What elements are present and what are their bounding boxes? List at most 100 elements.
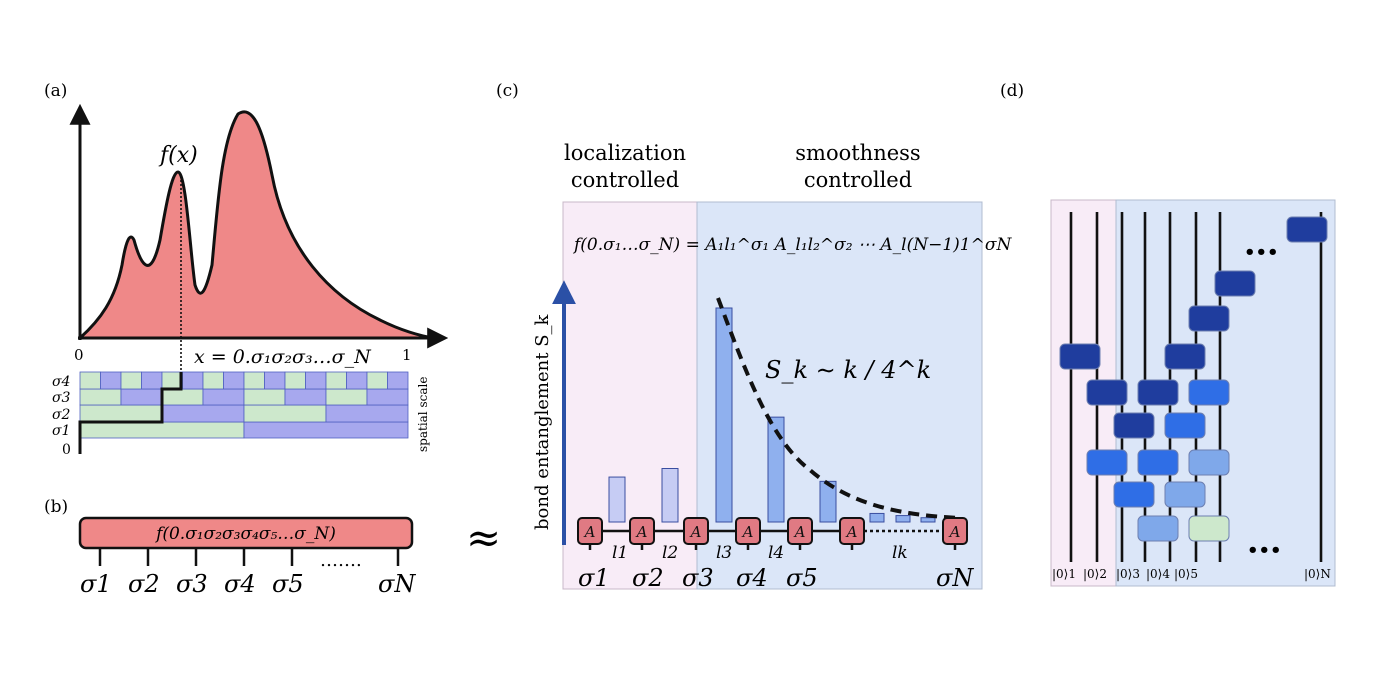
- mps-tensor-label: A: [793, 523, 806, 541]
- bond-l1: l1: [612, 543, 628, 563]
- mps-tensor-label: A: [948, 523, 961, 541]
- mps-tensor-label: A: [689, 523, 702, 541]
- scale-row-sigma1: σ1: [52, 423, 70, 439]
- quantum-gate: [1188, 449, 1230, 476]
- tensor-legs: [98, 546, 400, 566]
- full-tensor-label: f(0.σ₁σ₂σ₃σ₄σ₅…σ_N): [154, 524, 336, 544]
- leg-sigma4: σ4: [224, 570, 256, 598]
- ket-5: |0⟩5: [1174, 567, 1198, 581]
- smoothness-heading-2: controlled: [804, 168, 912, 192]
- entanglement-bar: [767, 416, 785, 523]
- quantum-gate: [1214, 270, 1256, 297]
- leg-sigma5: σ5: [272, 570, 304, 598]
- site-sigma1: σ1: [578, 564, 610, 592]
- quantum-gate: [1086, 449, 1128, 476]
- scale-row-sigma2: σ2: [52, 407, 71, 423]
- ket-4: |0⟩4: [1146, 567, 1170, 581]
- smoothness-heading-1: smoothness: [795, 141, 920, 165]
- quantum-gate: [1286, 216, 1328, 243]
- staircase-path: [78, 372, 183, 454]
- quantum-gate: [1113, 412, 1155, 439]
- dots-top: •••: [1244, 242, 1279, 263]
- mps-tensor: [839, 517, 865, 545]
- leg-sigmaN: σN: [378, 570, 416, 598]
- site-sigma2: σ2: [632, 564, 664, 592]
- spatial-scale-grid: [78, 371, 409, 454]
- quantum-gate: [1164, 412, 1206, 439]
- quantum-gate: [1137, 379, 1179, 406]
- mps-tensor-label: A: [845, 523, 858, 541]
- panel-b: (b) f(0.σ₁σ₂σ₃σ₄σ₅…σ_N) ……. σ1 σ2 σ3 σ4 …: [44, 497, 416, 598]
- localization-heading-1: localization: [564, 141, 686, 165]
- panel-b-label: (b): [44, 497, 68, 517]
- quantum-gate: [1188, 379, 1230, 406]
- scale-origin-label: 0: [62, 442, 71, 458]
- entanglement-bar: [920, 517, 936, 523]
- entanglement-bar: [895, 515, 911, 523]
- mps-tensor: [629, 517, 655, 545]
- mps-tensor-label: A: [635, 523, 648, 541]
- site-sigma4: σ4: [736, 564, 768, 592]
- bond-lk: lk: [892, 543, 908, 563]
- function-curve: [78, 110, 436, 340]
- localization-heading-2: controlled: [571, 168, 679, 192]
- panel-a-label: (a): [44, 81, 67, 101]
- mps-formula: f(0.σ₁…σ_N) = A₁l₁^σ₁ A_l₁l₂^σ₂ ⋯ A_l(N−…: [572, 235, 1012, 255]
- site-sigma5: σ5: [786, 564, 818, 592]
- ket-N: |0⟩N: [1304, 567, 1331, 581]
- quantum-gate: [1164, 343, 1206, 370]
- quantum-gates: [1059, 216, 1328, 542]
- legs-dots: …….: [320, 550, 362, 571]
- decay-law: S_k ∼ k / 4^k: [765, 356, 931, 384]
- dots-bottom: •••: [1247, 540, 1282, 561]
- panel-a: (a) f(x) 0 1 x = 0.σ₁σ₂σ₃…σ_N: [44, 81, 449, 458]
- entanglement-bars: [608, 307, 936, 523]
- quantum-gate: [1113, 481, 1155, 508]
- mps-tensor: [577, 517, 603, 545]
- site-sigmaN: σN: [936, 564, 974, 592]
- quantum-gate: [1188, 305, 1230, 332]
- mps-tensor: [942, 517, 968, 545]
- binary-expansion-label: x = 0.σ₁σ₂σ₃…σ_N: [194, 346, 372, 368]
- ket-2: |0⟩2: [1083, 567, 1107, 581]
- entanglement-bar: [661, 468, 679, 523]
- ket-3: |0⟩3: [1116, 567, 1140, 581]
- approx-symbol: ≈: [466, 513, 501, 562]
- quantum-gate: [1059, 343, 1101, 370]
- scale-row-sigma3: σ3: [52, 390, 71, 406]
- entanglement-bar: [869, 512, 885, 523]
- leg-sigma2: σ2: [128, 570, 160, 598]
- panel-c-label: (c): [496, 81, 519, 101]
- quantum-gate: [1188, 515, 1230, 542]
- bond-l2: l2: [662, 543, 678, 563]
- leg-sigma3: σ3: [176, 570, 208, 598]
- full-tensor: [78, 516, 414, 550]
- quantum-gate: [1137, 449, 1179, 476]
- entanglement-bar: [715, 307, 733, 523]
- leg-sigma1: σ1: [80, 570, 112, 598]
- entanglement-bar: [608, 476, 626, 523]
- ket-1: |0⟩1: [1052, 567, 1076, 581]
- function-label: f(x): [158, 143, 198, 168]
- panel-d-label: (d): [1000, 81, 1024, 101]
- quantum-gate: [1137, 515, 1179, 542]
- site-sigma3: σ3: [682, 564, 714, 592]
- scale-row-sigma4: σ4: [52, 374, 70, 390]
- quantum-gate: [1086, 379, 1128, 406]
- quantum-gate: [1164, 481, 1206, 508]
- bond-l4: l4: [768, 543, 784, 563]
- spatial-scale-caption: spatial scale: [416, 377, 430, 452]
- mps-tensor: [735, 517, 761, 545]
- mps-tensor-label: A: [583, 523, 596, 541]
- panel-d: (d) ••• ••• |0⟩1 |0⟩2 |0⟩3 |0⟩4 |0⟩5 |0⟩…: [1000, 81, 1336, 587]
- bond-l3: l3: [716, 543, 732, 563]
- mps-tensor: [683, 517, 709, 545]
- mps-tensor: [787, 517, 813, 545]
- mps-tensor-label: A: [741, 523, 754, 541]
- entanglement-axis-label: bond entanglement S_k: [532, 313, 553, 530]
- axis-start-label: 0: [74, 346, 84, 364]
- axis-end-label: 1: [402, 346, 412, 364]
- panel-c: (c) localization controlled smoothness c…: [496, 81, 1012, 592]
